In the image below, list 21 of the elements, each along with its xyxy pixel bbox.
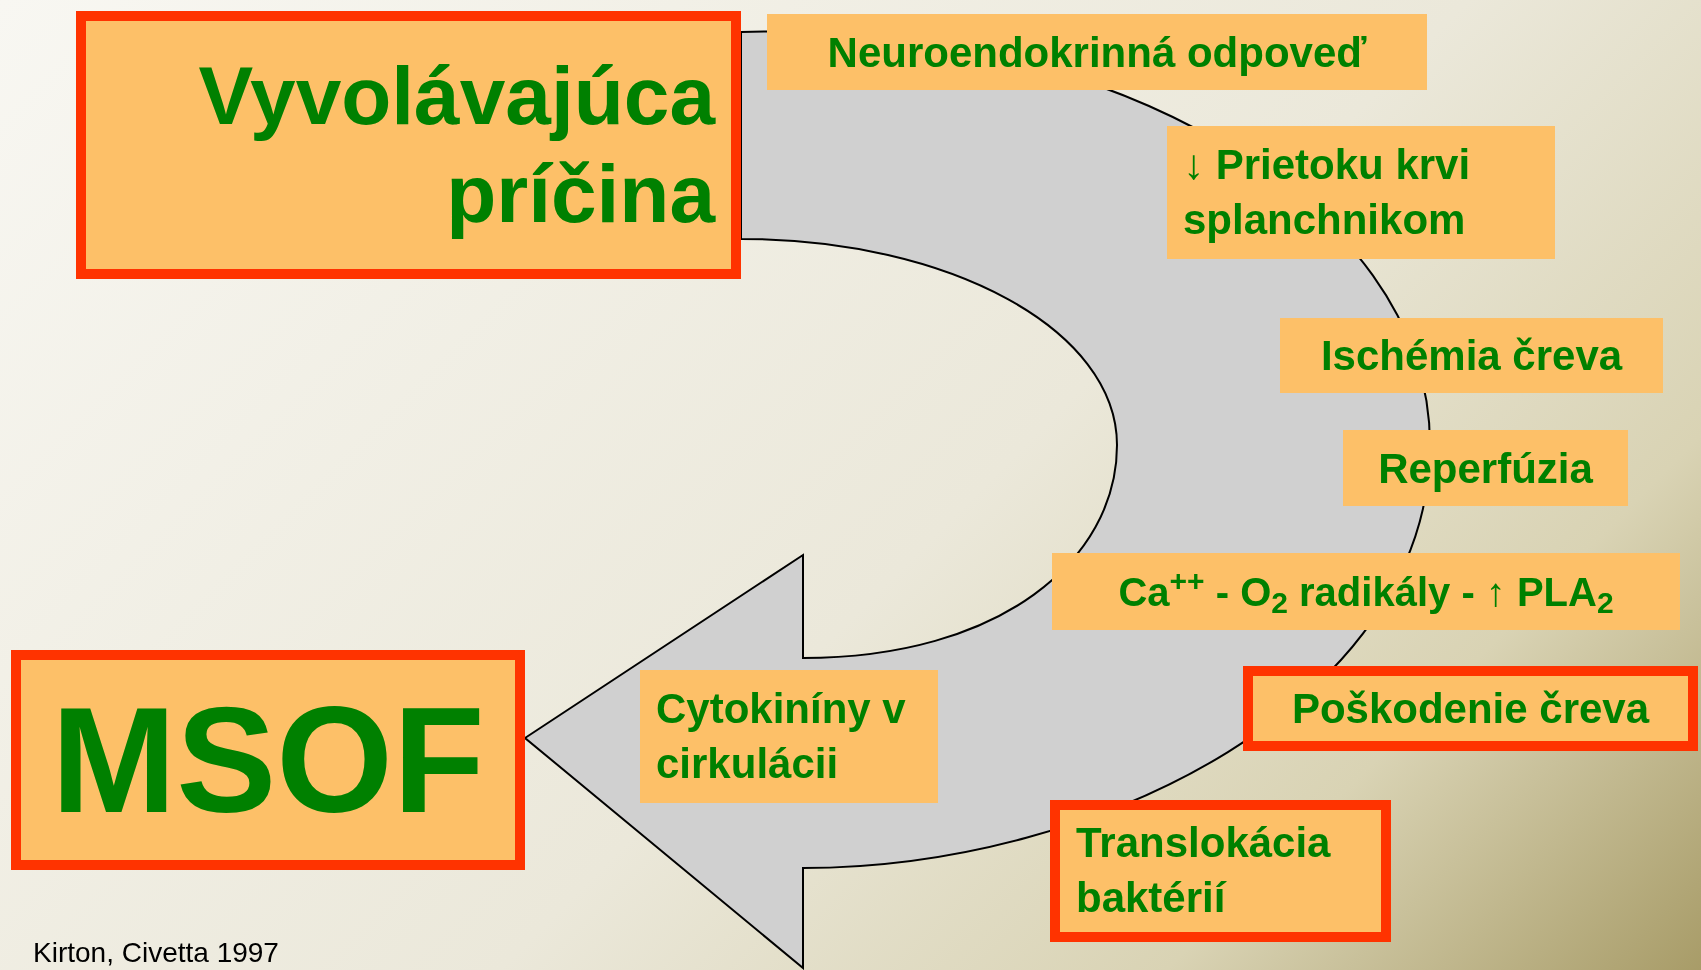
box-text: Reperfúzia [1378, 443, 1593, 494]
box-text: Vyvolávajúca príčina [197, 48, 715, 241]
label-box [1052, 553, 1680, 630]
box-text: Ischémia čreva [1320, 331, 1623, 381]
citation: Kirton, Civetta 1997 [33, 936, 279, 970]
label-box [640, 670, 938, 803]
label-box [1050, 800, 1391, 942]
label-box [1167, 126, 1555, 259]
label-box [1280, 318, 1663, 393]
box-text: MSOF [51, 685, 485, 835]
box-text: Poškodenie čreva [1291, 684, 1650, 734]
box-text: Cytokiníny v cirkulácii [656, 683, 906, 789]
box-text: ↓ Prietoku krvi splanchnikom [1183, 139, 1472, 245]
label-box [1243, 666, 1698, 751]
label-box [76, 11, 741, 279]
box-text: Ca$^{++}$ - O$_{2}$ radikály - ↑ PLA$_{2}$ [1118, 562, 1614, 621]
box-text: Translokácia baktérií [1076, 818, 1332, 923]
label-box [767, 14, 1427, 90]
label-box [1343, 430, 1628, 506]
label-box [11, 650, 525, 870]
box-text: Neuroendokrinná odpoveď [827, 27, 1367, 78]
